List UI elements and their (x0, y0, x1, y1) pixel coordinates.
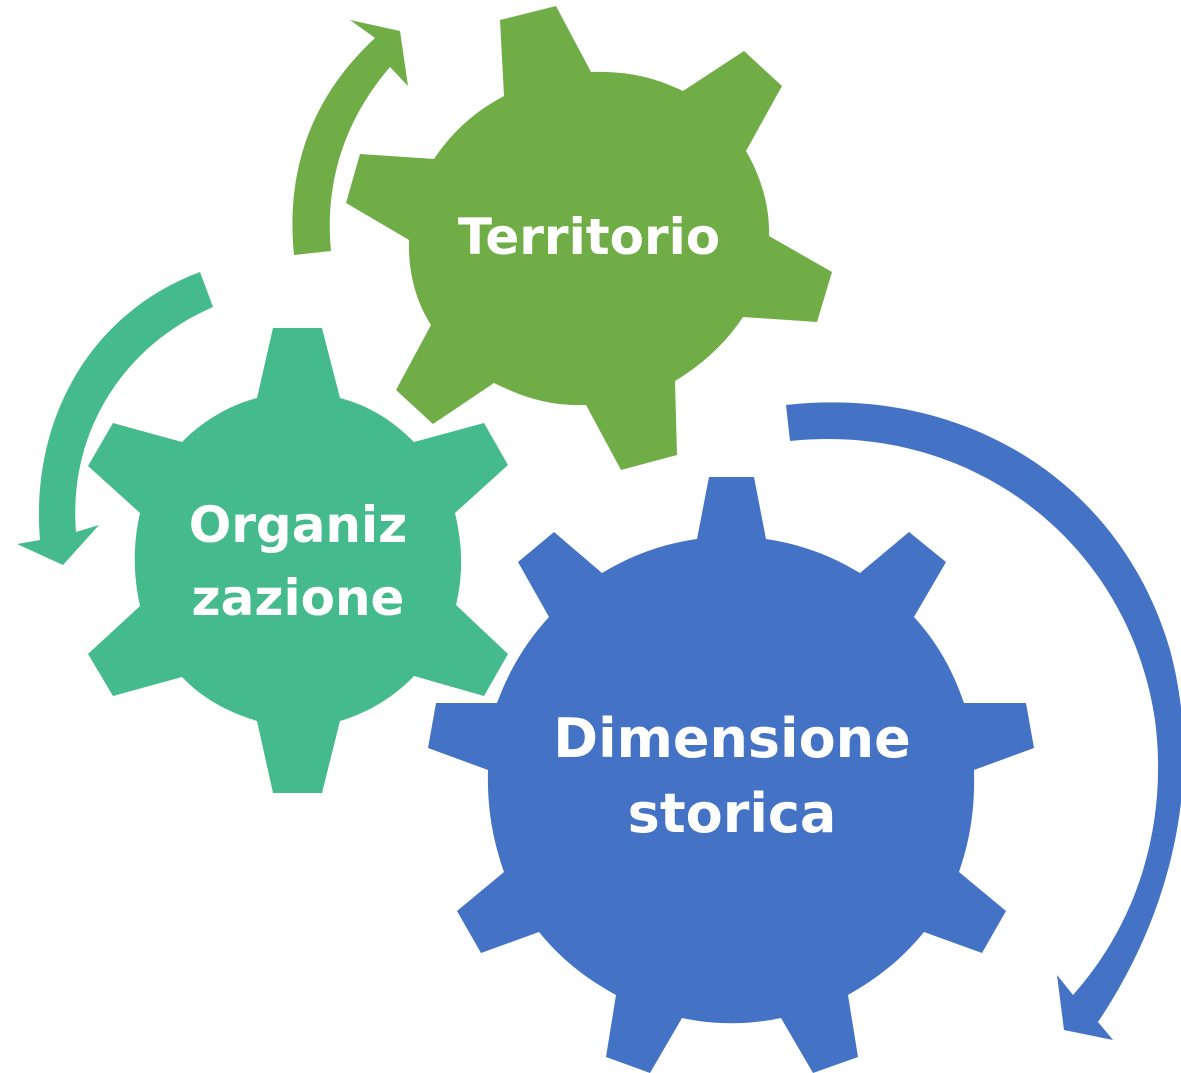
dimensione-storica-gear: Dimensione storica (428, 477, 1034, 1073)
territorio-label: Territorio (458, 208, 720, 266)
territorio-gear: Territorio (346, 6, 832, 470)
dimensione-storica-label-line-1: Dimensione (553, 707, 911, 770)
organizzazione-gear: Organiz zazione (88, 328, 508, 793)
dimensione-storica-label-line-2: storica (628, 782, 837, 845)
organizzazione-arrow-body (17, 272, 213, 565)
dimensione-storica-gear-body (428, 477, 1034, 1073)
organizzazione-gear-body (88, 328, 508, 793)
territorio-arrow-body (292, 20, 408, 255)
territorio-gear-body (346, 6, 832, 470)
territorio-arrow (292, 20, 408, 255)
organizzazione-label-line-2: zazione (192, 569, 405, 627)
organizzazione-arrow (17, 272, 213, 565)
organizzazione-label-line-1: Organiz (189, 496, 408, 554)
